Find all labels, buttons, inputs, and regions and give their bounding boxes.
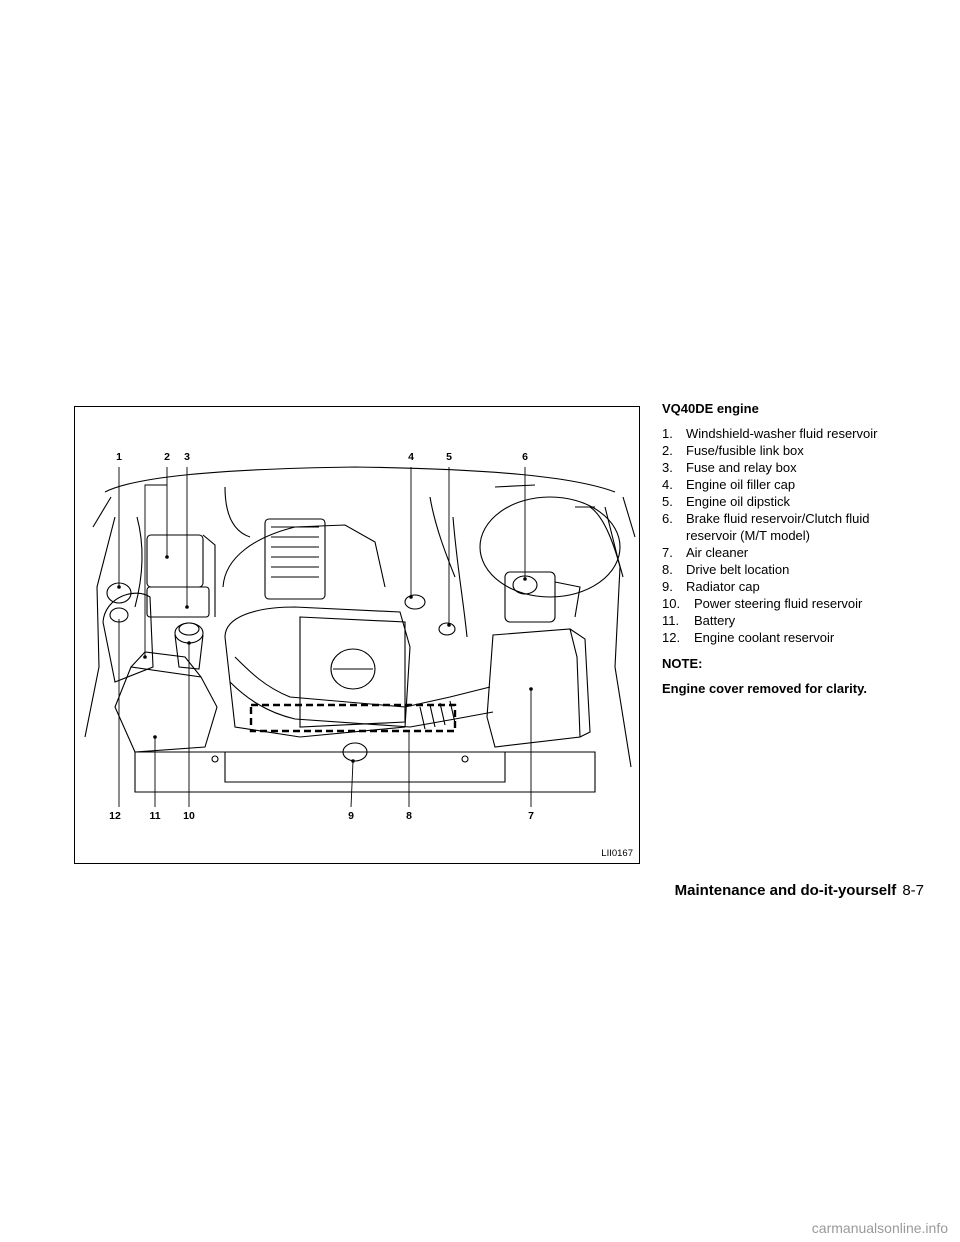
item-number: 2. [662, 443, 673, 458]
note-heading: NOTE: [662, 656, 703, 671]
item-number: 5. [662, 494, 673, 509]
callout-1: 1 [116, 451, 122, 463]
legend-list: 1. Windshield-washer fluid reservoir 2. Fu… [662, 425, 922, 646]
item-number: 7. [662, 545, 673, 560]
list-item: 9. Radiator cap [662, 578, 922, 595]
list-item: 4. Engine oil filler cap [662, 476, 922, 493]
callout-10: 10 [183, 810, 195, 822]
item-number: 9. [662, 579, 673, 594]
list-item: 3. Fuse and relay box [662, 459, 922, 476]
list-item: 6. Brake fluid reservoir/Clutch fluid res… [662, 510, 922, 544]
callout-7: 7 [528, 810, 534, 822]
section-title: Maintenance and do-it-yourself [674, 882, 897, 899]
callout-8: 8 [406, 810, 412, 822]
item-number: 3. [662, 460, 673, 475]
item-number: 8. [662, 562, 673, 577]
callout-5: 5 [446, 451, 452, 463]
callout-2: 2 [164, 451, 170, 463]
item-number: 6. [662, 511, 673, 526]
callout-11: 11 [149, 810, 161, 822]
callout-3: 3 [184, 451, 190, 463]
item-label: Air cleaner [686, 545, 749, 560]
item-number: 11. [662, 613, 680, 628]
item-label: Drive belt location [686, 562, 790, 577]
page-number: 8-7 [902, 882, 924, 899]
page-footer: Maintenance and do-it-yourself 8-7 [662, 882, 924, 899]
figure-code: LII0167 [601, 848, 633, 859]
item-number: 4. [662, 477, 673, 492]
list-item: 8. Drive belt location [662, 561, 922, 578]
item-label: Battery [694, 613, 736, 628]
item-label: Engine coolant reservoir [694, 630, 835, 645]
item-label: Radiator cap [686, 579, 760, 594]
item-label: Fuse and relay box [686, 460, 797, 475]
callout-4: 4 [408, 451, 414, 463]
list-item: 11. Battery [662, 612, 922, 629]
watermark: carmanualsonline.info [811, 1220, 948, 1236]
item-number: 10. [662, 596, 681, 611]
item-label: Windshield-washer fluid reservoir [686, 426, 878, 441]
legend-column: VQ40DE engine 1. Windshield-washer fluid … [662, 400, 922, 697]
list-item: 2. Fuse/fusible link box [662, 442, 922, 459]
item-number: 12. [662, 630, 681, 645]
callout-12: 12 [109, 810, 121, 822]
note-text: Engine cover removed for clarity. [662, 681, 867, 696]
item-number: 1. [662, 426, 673, 441]
item-label: Fuse/fusible link box [686, 443, 804, 458]
list-item: 10. Power steering fluid reservoir [662, 595, 922, 612]
list-item: 12. Engine coolant reservoir [662, 629, 922, 646]
item-label: Engine oil dipstick [686, 494, 791, 509]
list-item: 1. Windshield-washer fluid reservoir [662, 425, 922, 442]
list-item: 7. Air cleaner [662, 544, 922, 561]
callout-9: 9 [348, 810, 354, 822]
engine-compartment-figure: 1 2 3 4 5 6 12 11 10 9 8 7 LII0167 [74, 406, 640, 864]
callout-6: 6 [522, 451, 528, 463]
item-label: Engine oil filler cap [686, 477, 796, 492]
item-label: Brake fluid reservoir/Clutch fluid reser… [686, 511, 870, 543]
list-item: 5. Engine oil dipstick [662, 493, 922, 510]
legend-heading: VQ40DE engine [662, 401, 759, 416]
item-label: Power steering fluid reservoir [694, 596, 863, 611]
engine-line-drawing [84, 466, 636, 808]
